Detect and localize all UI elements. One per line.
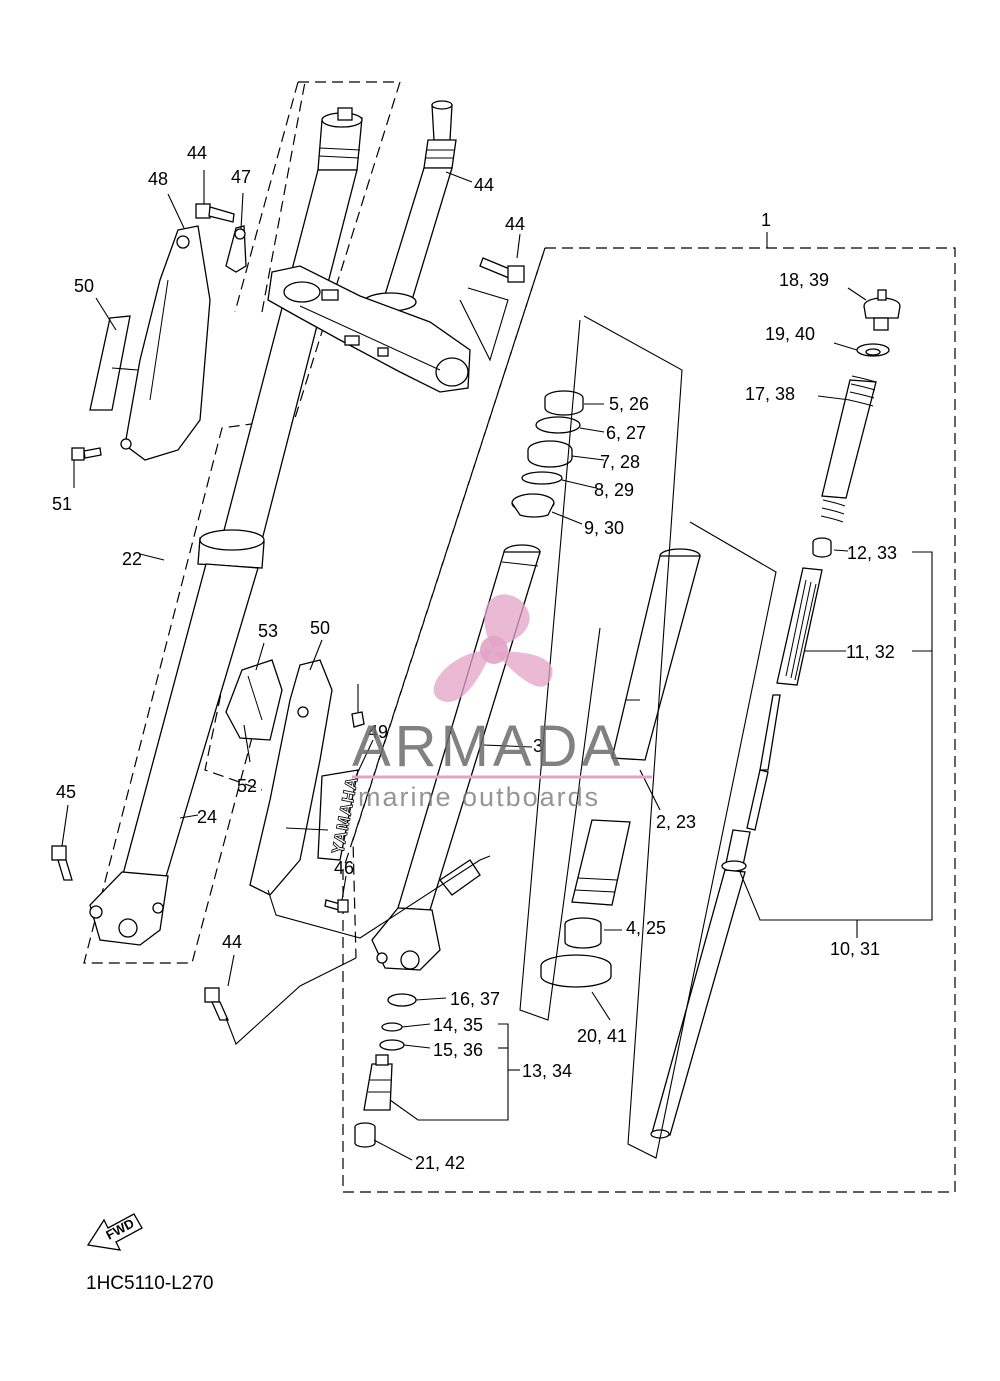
armada-watermark: ARMADA marine outboards bbox=[352, 594, 652, 812]
bolt-44-top bbox=[195, 203, 235, 223]
callout-44: 44 bbox=[505, 214, 525, 234]
callout-16-37: 16, 37 bbox=[450, 989, 500, 1009]
bolt-50-right bbox=[324, 899, 349, 913]
diagram-code: 1HC5110-L270 bbox=[86, 1273, 213, 1294]
collar-12 bbox=[812, 537, 832, 558]
callout-12-33: 12, 33 bbox=[847, 543, 897, 563]
cap-18 bbox=[863, 289, 901, 331]
callout-8-29: 8, 29 bbox=[594, 480, 634, 500]
fwd-arrow: FWD bbox=[86, 1213, 143, 1251]
bolt-44-lower bbox=[204, 987, 230, 1021]
callout-21-42: 21, 42 bbox=[415, 1153, 465, 1173]
bolt-44-lower-left bbox=[51, 845, 73, 881]
bushing-4 bbox=[564, 917, 602, 949]
callout-2-23: 2, 23 bbox=[656, 812, 696, 832]
steering-stem bbox=[363, 100, 457, 312]
callout-47: 49 bbox=[368, 722, 388, 742]
callout-9-30: 9, 30 bbox=[584, 518, 624, 538]
callout-51: 52 bbox=[237, 776, 257, 796]
washer-16 bbox=[387, 993, 417, 1007]
seat-19 bbox=[856, 343, 890, 357]
seal-20 bbox=[540, 954, 612, 988]
callout-18-39: 18, 39 bbox=[779, 270, 829, 290]
seal-stack bbox=[511, 390, 584, 518]
callout-17-38: 17, 38 bbox=[745, 384, 795, 404]
damper-rod-10 bbox=[650, 694, 781, 1139]
callout-43: 44 bbox=[474, 175, 494, 195]
valve-13 bbox=[363, 1054, 393, 1111]
fork-guard-46 bbox=[120, 225, 211, 461]
callout-45: 47 bbox=[231, 167, 251, 187]
oring-14 bbox=[381, 1022, 403, 1032]
left-fork-outer-tube bbox=[89, 107, 363, 946]
callout-20-41: 20, 41 bbox=[577, 1026, 627, 1046]
nut-53 bbox=[351, 711, 365, 728]
bolt-50-left bbox=[71, 447, 102, 461]
bolt-44-right bbox=[479, 257, 525, 283]
propeller-logo bbox=[433, 594, 553, 702]
callout-50: 46 bbox=[334, 858, 354, 878]
guard-52 bbox=[225, 659, 283, 741]
callout-52: 53 bbox=[258, 621, 278, 641]
spring-17 bbox=[820, 375, 877, 523]
callout-49: 50 bbox=[74, 276, 94, 296]
callout-48: 50 bbox=[310, 618, 330, 638]
callout-4-25: 4, 25 bbox=[626, 918, 666, 938]
tube-2 bbox=[571, 548, 701, 906]
callout-6-27: 6, 27 bbox=[606, 423, 646, 443]
decal-47: YAMAHA bbox=[317, 769, 362, 861]
callout-50: 51 bbox=[52, 494, 72, 514]
callout-7-28: 7, 28 bbox=[600, 452, 640, 472]
callout-44: 45 bbox=[56, 782, 76, 802]
callout-44: 44 bbox=[222, 932, 242, 952]
callout-24: 24 bbox=[197, 807, 217, 827]
under-bracket bbox=[267, 265, 471, 393]
watermark-title: ARMADA bbox=[352, 714, 624, 779]
callout-labels: 44 47 48 50 51 44 44 1 18, 39 19, 40 17,… bbox=[52, 143, 897, 1173]
callout-46: 48 bbox=[148, 169, 168, 189]
callout-11-32: 11, 32 bbox=[846, 642, 895, 662]
callout-5-26: 5, 26 bbox=[609, 394, 649, 414]
guard-48 bbox=[249, 659, 333, 896]
callout-13-34: 13, 34 bbox=[522, 1061, 572, 1081]
callout-10-31: 10, 31 bbox=[830, 939, 880, 959]
callout-3: 3 bbox=[533, 736, 543, 756]
callout-44: 44 bbox=[187, 143, 207, 163]
callout-15-36: 15, 36 bbox=[433, 1040, 483, 1060]
callout-19-40: 19, 40 bbox=[765, 324, 815, 344]
decal-49 bbox=[89, 315, 131, 411]
watermark-subtitle: marine outboards bbox=[358, 782, 600, 812]
oring-15 bbox=[379, 1039, 405, 1051]
callout-1: 1 bbox=[761, 210, 771, 230]
cap-21 bbox=[354, 1122, 376, 1148]
clip-45 bbox=[225, 225, 247, 273]
callout-22: 22 bbox=[122, 549, 142, 569]
callout-14-35: 14, 35 bbox=[433, 1015, 483, 1035]
spring-11 bbox=[776, 567, 823, 686]
